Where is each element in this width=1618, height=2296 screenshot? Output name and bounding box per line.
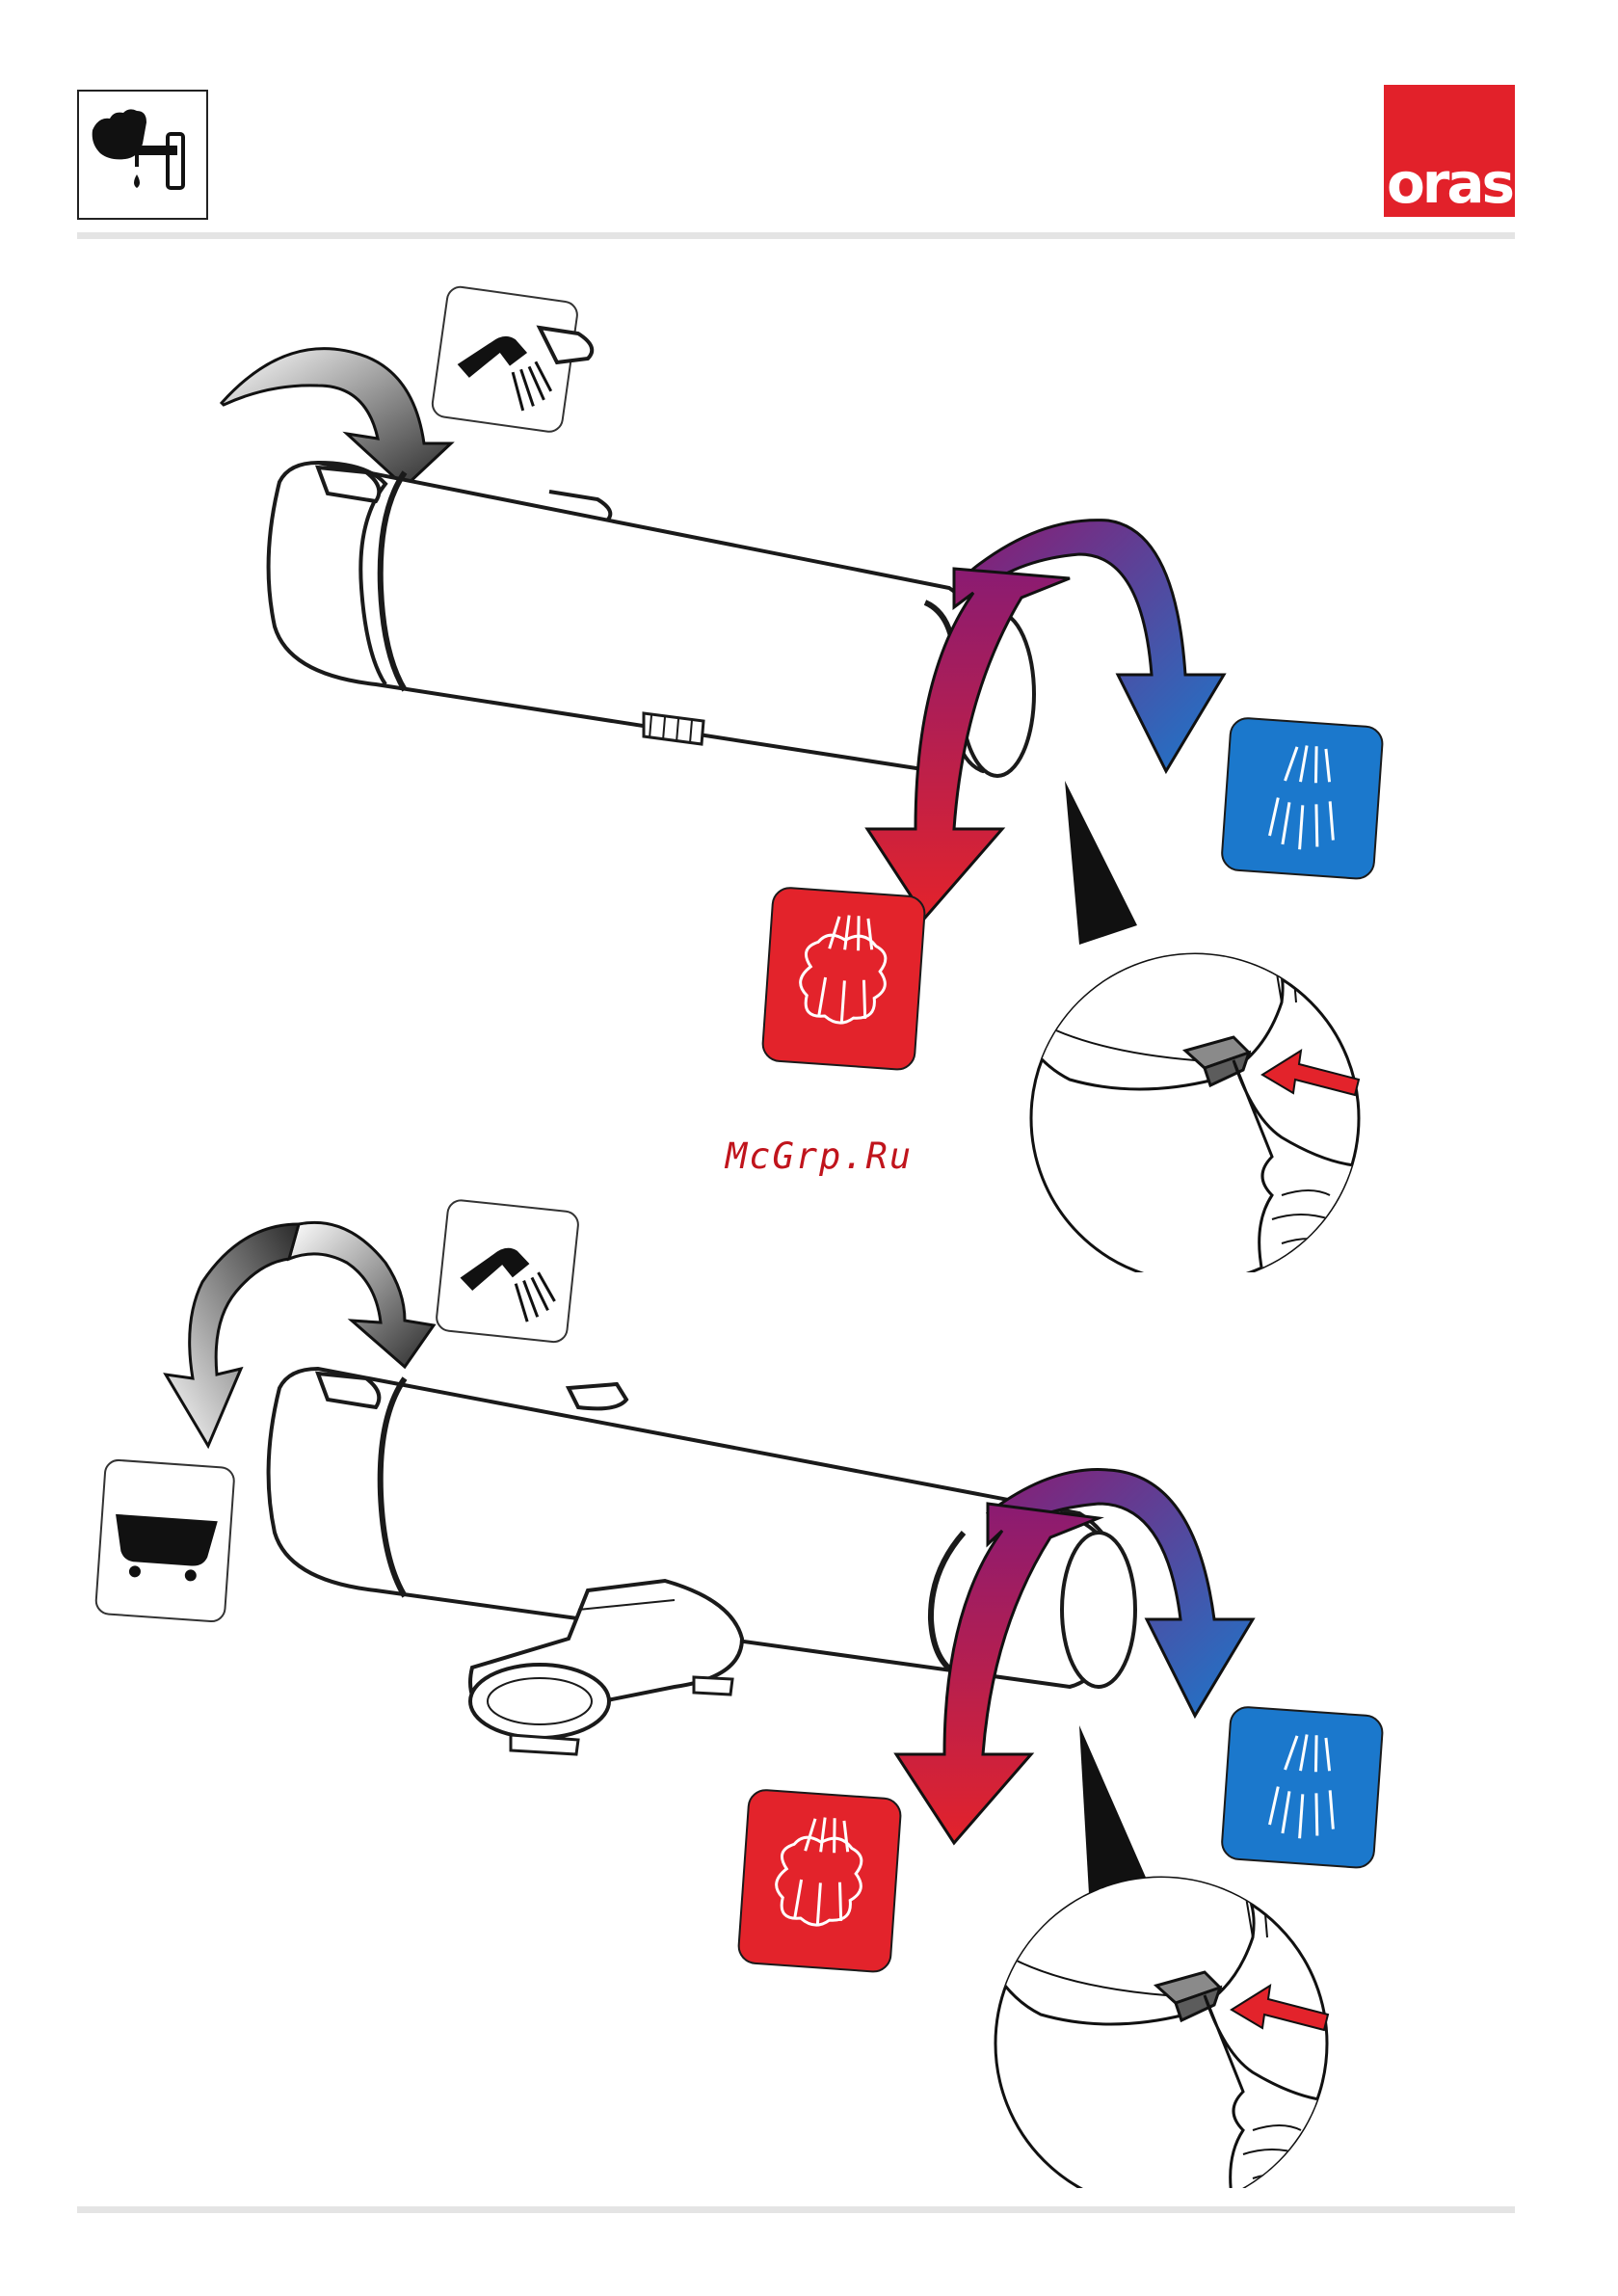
detail-pointer — [1079, 1725, 1147, 1894]
figure-bath-mixer — [0, 1186, 1618, 2188]
cold-water-icon — [1221, 1706, 1384, 1869]
hand-shower-icon — [436, 1199, 579, 1343]
header-divider — [77, 232, 1515, 239]
oras-logo: oras — [1384, 85, 1515, 217]
cold-water-icon — [1221, 717, 1384, 880]
detail-pointer — [1065, 781, 1137, 945]
hot-water-icon — [737, 1789, 901, 1973]
hot-water-icon — [761, 887, 925, 1071]
hand-tap-icon — [77, 90, 208, 220]
footer-divider — [77, 2206, 1515, 2213]
brand-logo-text: oras — [1384, 155, 1515, 211]
figure-shower-mixer — [0, 270, 1618, 1272]
safety-button-detail — [983, 1860, 1339, 2188]
bathtub-icon — [95, 1459, 235, 1622]
watermark-text: McGrp.Ru — [675, 1135, 964, 1177]
